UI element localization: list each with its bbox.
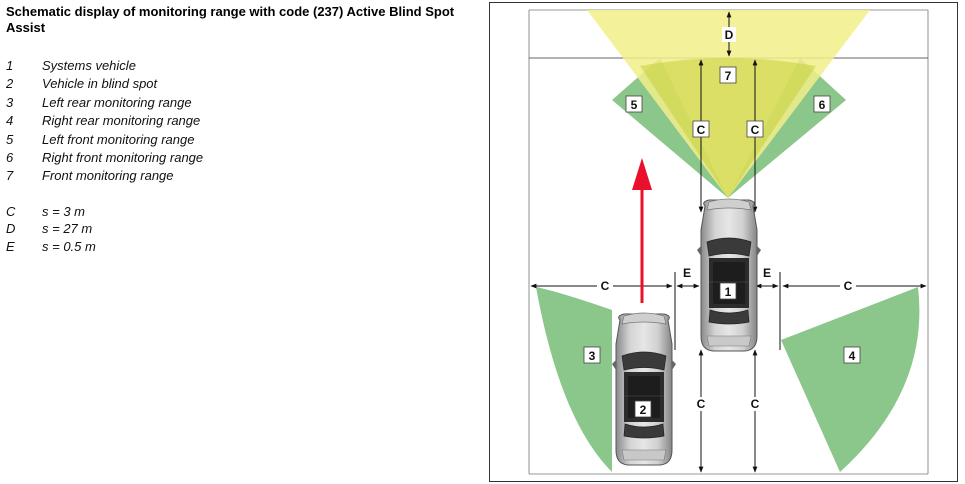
label-6: 6 xyxy=(819,98,826,112)
zone-6 xyxy=(728,58,846,198)
label-5: 5 xyxy=(631,98,638,112)
dim-c-label: C xyxy=(697,123,706,137)
dim-d-label: D xyxy=(725,28,734,42)
car-1 xyxy=(696,198,762,352)
label-4: 4 xyxy=(849,349,856,363)
dim-c-label: C xyxy=(751,123,760,137)
label-7: 7 xyxy=(725,69,732,83)
dim-c-label: C xyxy=(601,279,610,293)
label-2: 2 xyxy=(640,403,647,417)
label-3: 3 xyxy=(589,349,596,363)
dim-c-label: C xyxy=(697,397,706,411)
zone-4 xyxy=(781,287,920,472)
car-2 xyxy=(611,312,677,466)
dim-c-label: C xyxy=(751,397,760,411)
label-1: 1 xyxy=(725,285,732,299)
dim-e-label: E xyxy=(683,266,691,280)
page-title: Schematic display of monitoring range wi… xyxy=(6,4,455,35)
zone-3 xyxy=(536,287,612,472)
dim-e-label: E xyxy=(763,266,771,280)
dim-c-label: C xyxy=(844,279,853,293)
